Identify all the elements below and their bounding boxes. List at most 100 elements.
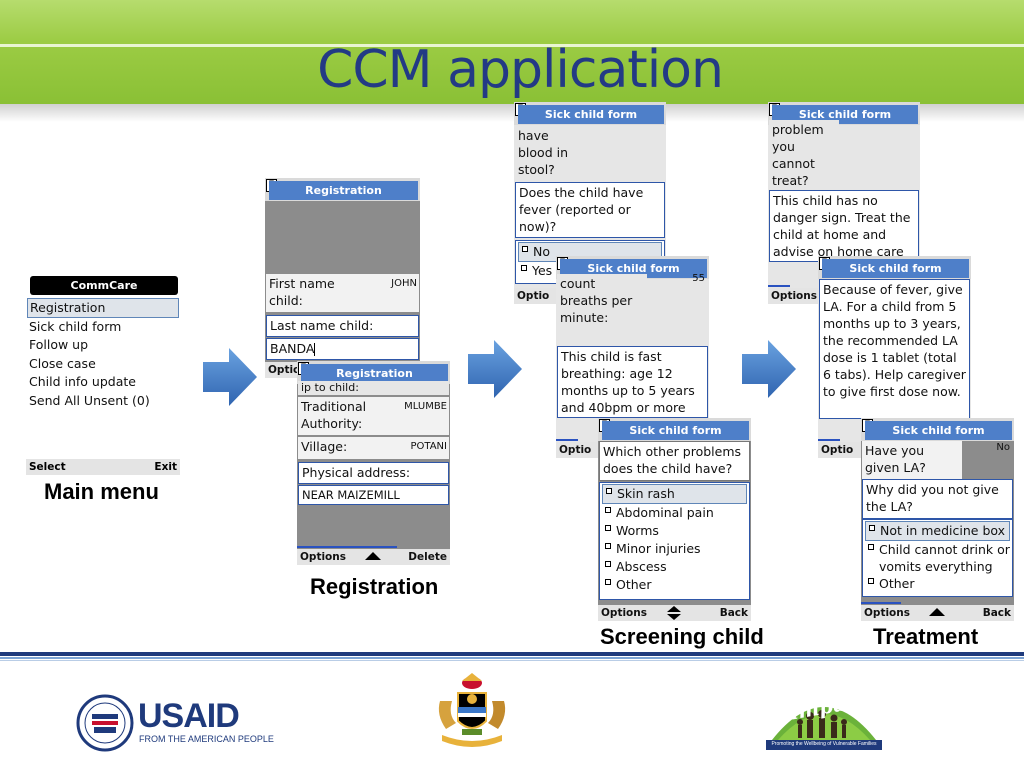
scroll-up-icon bbox=[364, 552, 381, 560]
usaid-word: USAID bbox=[138, 697, 240, 735]
caption-treatment: Treatment bbox=[873, 624, 979, 649]
last-name-label: Last name child: bbox=[270, 318, 374, 333]
option-abdominal-pain[interactable]: Abdominal pain bbox=[602, 504, 747, 522]
screen-header: Sick child form bbox=[772, 105, 918, 124]
caption-registration: Registration bbox=[310, 574, 439, 599]
menu-item-sick-child-form[interactable]: Sick child form bbox=[29, 319, 122, 334]
options-softkey[interactable]: Optio bbox=[821, 444, 854, 456]
first-name-label: First name child: bbox=[269, 276, 335, 308]
address-value: NEAR MAIZEMILL bbox=[302, 488, 400, 502]
scroll-up-icon bbox=[928, 608, 945, 616]
option-other[interactable]: Other bbox=[865, 575, 1010, 593]
traditional-authority-field[interactable]: Traditional Authority: MLUMBE bbox=[298, 397, 449, 435]
impact-logo: impact Promoting the Wellbeing of Vulner… bbox=[764, 687, 884, 754]
menu-item-registration[interactable]: Registration bbox=[27, 298, 179, 318]
coat-of-arms-icon bbox=[438, 673, 506, 747]
screen-header: Registration bbox=[301, 364, 448, 383]
danger-sign-message: This child has no danger sign. Treat the… bbox=[769, 190, 919, 262]
menu-item-send-all-unsent[interactable]: Send All Unsent (0) bbox=[29, 393, 150, 408]
delete-softkey[interactable]: Delete bbox=[408, 551, 447, 563]
option-minor-injuries[interactable]: Minor injuries bbox=[602, 540, 747, 558]
address-label: Physical address: bbox=[302, 465, 411, 480]
checkbox-icon bbox=[606, 488, 612, 494]
question-text: Why did you not give the LA? bbox=[862, 479, 1013, 519]
village-label: Village: bbox=[301, 439, 348, 454]
breathing-message: This child is fast breathing: age 12 mon… bbox=[557, 346, 708, 418]
previous-question: have blood in stool? bbox=[515, 126, 585, 182]
option-yes[interactable]: Yes bbox=[518, 262, 662, 280]
checkbox-icon bbox=[868, 578, 874, 584]
registration-screen-1: ERegistration First name child: JOHN Las… bbox=[265, 178, 420, 378]
options-softkey[interactable]: Optio bbox=[559, 444, 592, 456]
checkbox-icon bbox=[521, 265, 527, 271]
checkbox-icon bbox=[605, 507, 611, 513]
last-name-value: BANDA bbox=[270, 341, 315, 356]
select-softkey[interactable]: Select bbox=[29, 461, 66, 473]
ta-value: MLUMBE bbox=[404, 401, 447, 412]
address-label-box: Physical address: bbox=[298, 462, 449, 484]
option-other[interactable]: Other bbox=[602, 576, 747, 594]
option-skin-rash[interactable]: Skin rash bbox=[602, 484, 747, 504]
previous-question: Have you given LA? bbox=[862, 441, 962, 479]
title-band bbox=[0, 0, 1024, 104]
back-softkey[interactable]: Back bbox=[719, 607, 748, 619]
previous-question: problem you cannot treat? bbox=[769, 120, 839, 188]
option-cannot-drink[interactable]: Child cannot drink or vomits everything bbox=[865, 541, 1010, 575]
first-name-value: JOHN bbox=[391, 278, 417, 289]
screen-header: Sick child form bbox=[822, 259, 969, 278]
screen-header: Sick child form bbox=[602, 421, 749, 440]
checkbox-icon bbox=[605, 525, 611, 531]
problems-options: Skin rash Abdominal pain Worms Minor inj… bbox=[599, 482, 750, 600]
usaid-tagline: FROM THE AMERICAN PEOPLE bbox=[139, 734, 274, 744]
ta-label: Traditional Authority: bbox=[301, 399, 367, 431]
options-softkey[interactable]: Optio bbox=[517, 290, 550, 302]
option-abscess[interactable]: Abscess bbox=[602, 558, 747, 576]
option-not-in-medicine-box[interactable]: Not in medicine box bbox=[865, 521, 1010, 541]
screen-header: Sick child form bbox=[560, 259, 707, 278]
checkbox-icon bbox=[605, 543, 611, 549]
menu-item-child-info-update[interactable]: Child info update bbox=[29, 374, 136, 389]
reason-options: Not in medicine box Child cannot drink o… bbox=[862, 519, 1013, 597]
menu-header: CommCare bbox=[30, 276, 178, 295]
registration-screen-2: ERegistration ip to child: Traditional A… bbox=[297, 361, 450, 565]
first-name-field[interactable]: First name child: JOHN bbox=[266, 274, 419, 312]
scrolled-field: ip to child: bbox=[298, 381, 449, 395]
previous-question: count breaths per minute: bbox=[557, 274, 647, 344]
option-worms[interactable]: Worms bbox=[602, 522, 747, 540]
options-softkey[interactable]: Optio bbox=[268, 364, 301, 376]
last-name-input[interactable]: BANDA bbox=[266, 338, 419, 360]
usaid-seal-icon bbox=[76, 694, 134, 752]
arrow-right-icon bbox=[468, 340, 522, 398]
scroll-updown-icon bbox=[667, 606, 681, 620]
menu-item-follow-up[interactable]: Follow up bbox=[29, 337, 89, 352]
village-value: POTANI bbox=[410, 441, 447, 452]
arrow-right-icon bbox=[203, 348, 257, 406]
options-softkey[interactable]: Options bbox=[601, 607, 647, 619]
options-softkey[interactable]: Options bbox=[864, 607, 910, 619]
last-name-label-box: Last name child: bbox=[266, 315, 419, 337]
question-text: Does the child have fever (reported or n… bbox=[515, 182, 665, 238]
menu-item-close-case[interactable]: Close case bbox=[29, 356, 96, 371]
options-softkey[interactable]: Options bbox=[771, 290, 817, 302]
treatment-screen-2: ESick child form Because of fever, give … bbox=[818, 256, 971, 458]
dosage-message: Because of fever, give LA. For a child f… bbox=[819, 279, 970, 419]
caption-screening-child: Screening child bbox=[600, 624, 764, 649]
checkbox-icon bbox=[869, 525, 875, 531]
previous-answer: 55 bbox=[692, 273, 705, 284]
arrow-right-icon bbox=[742, 340, 796, 398]
screen-header: Sick child form bbox=[518, 105, 664, 124]
main-menu-screen: CommCare Registration Sick child form Fo… bbox=[26, 275, 180, 477]
checkbox-icon bbox=[522, 246, 528, 252]
menu-softkeys: Select Exit bbox=[26, 459, 180, 475]
exit-softkey[interactable]: Exit bbox=[154, 461, 177, 473]
back-softkey[interactable]: Back bbox=[982, 607, 1011, 619]
slide-title: CCM application bbox=[317, 40, 724, 100]
options-softkey[interactable]: Options bbox=[300, 551, 346, 563]
checkbox-icon bbox=[868, 544, 874, 550]
village-field[interactable]: Village: POTANI bbox=[298, 437, 449, 459]
screening-screen-3: ESick child form Which other problems do… bbox=[598, 418, 751, 621]
caption-main-menu: Main menu bbox=[44, 479, 159, 504]
address-input[interactable]: NEAR MAIZEMILL bbox=[298, 485, 449, 505]
checkbox-icon bbox=[605, 579, 611, 585]
usaid-logo: USAID FROM THE AMERICAN PEOPLE bbox=[76, 694, 276, 756]
